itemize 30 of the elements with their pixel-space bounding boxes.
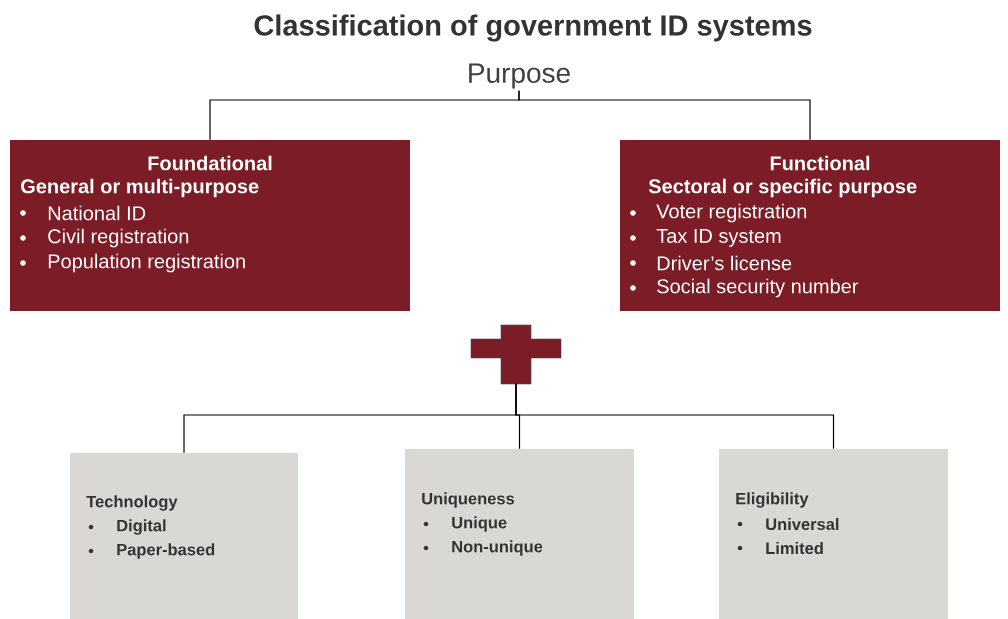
box-heading: Functional <box>770 155 870 171</box>
title: Classification of government ID systems <box>254 14 812 42</box>
connector-line <box>518 90 811 141</box>
plus-sign <box>470 324 562 385</box>
bullet-item: Unique <box>452 516 507 532</box>
category-box <box>620 140 1000 311</box>
bullet-item: Voter registration <box>656 203 807 223</box>
box-heading: Technology <box>86 495 178 511</box>
category-box <box>70 453 298 619</box>
box-heading: Foundational <box>148 155 272 171</box>
category-box <box>10 140 410 311</box>
bullet-item: Universal <box>766 517 839 531</box>
box-subheading: General or multi-purpose <box>21 178 259 198</box>
category-box <box>405 449 634 619</box>
box-heading: Eligibility <box>736 492 809 508</box>
category-box <box>719 449 948 619</box>
heading-text: Purpose <box>469 63 570 89</box>
bullet-item: Non-unique <box>452 540 543 556</box>
bullet-item: Civil registration <box>48 228 189 248</box>
connector-line <box>515 383 835 450</box>
box-heading: Uniqueness <box>422 492 515 508</box>
box-subheading: Sectoral or specific purpose <box>648 178 917 198</box>
bullet-item: Digital <box>117 519 166 535</box>
bullet-item: Limited <box>766 541 823 555</box>
bullet-item: National ID <box>48 205 146 221</box>
bullet-item: Driver’s license <box>657 255 792 271</box>
bullet-item: Paper-based <box>117 543 215 559</box>
bullet-item: Social security number <box>657 278 859 298</box>
bullet-item: Population registration <box>48 253 245 273</box>
bullet-item: Tax ID system <box>656 229 781 247</box>
